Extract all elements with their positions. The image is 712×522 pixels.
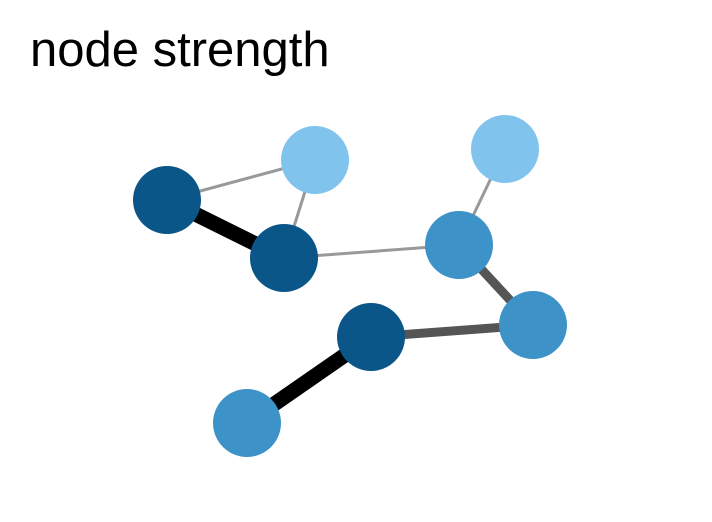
nodes-layer	[133, 115, 567, 457]
node-n1	[133, 166, 201, 234]
node-n2	[281, 126, 349, 194]
node-n3	[250, 224, 318, 292]
node-n4	[471, 115, 539, 183]
node-n8	[213, 389, 281, 457]
node-n5	[425, 211, 493, 279]
edges-layer	[163, 148, 537, 430]
node-n7	[337, 303, 405, 371]
diagram-title: node strength	[30, 23, 330, 77]
node-n6	[499, 291, 567, 359]
